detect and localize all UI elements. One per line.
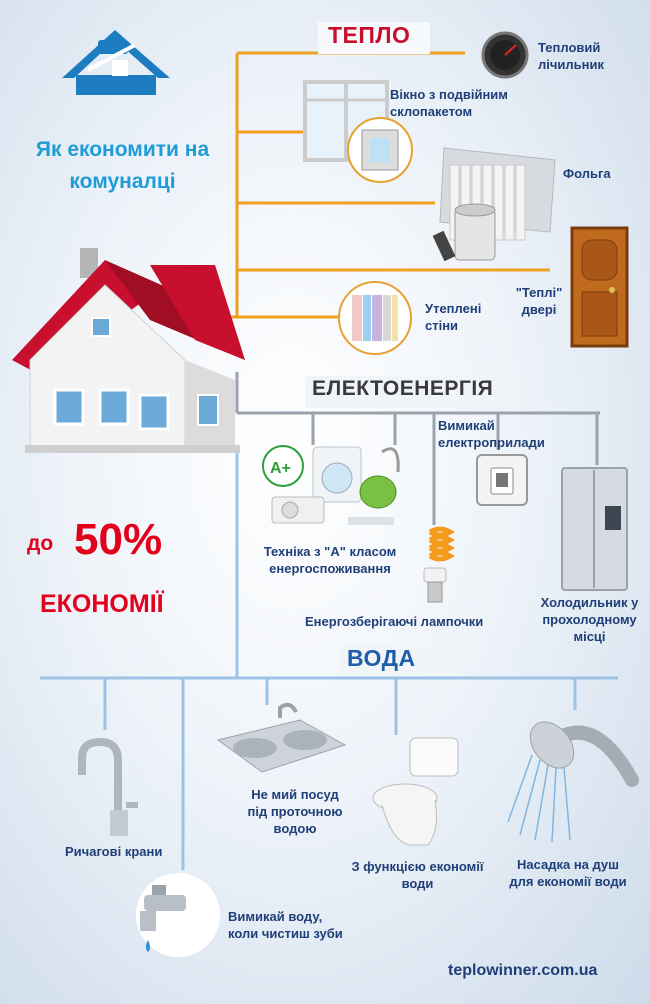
- electric-appliances-label: Техніка з "А" класом енергоспоживання: [263, 544, 397, 576]
- heat-title-bg: [318, 22, 430, 54]
- electric-switch-label: Вимикай електроприлади: [438, 418, 545, 450]
- electric-title: ЕЛЕКТОЕНЕРГІЯ: [312, 377, 494, 400]
- headline-line2: комуналці: [69, 170, 176, 193]
- headline: Як економити на комуналці: [10, 134, 235, 198]
- water-dishes-label: Не мий посуд під проточною водою: [247, 787, 343, 836]
- heat-door-label: "Теплі" двері: [515, 285, 563, 317]
- footer-site-link[interactable]: teplowinner.com.ua: [448, 962, 598, 979]
- heat-window-label: Вікно з подвійним склопакетом: [390, 87, 508, 119]
- savings-percent: 50%: [74, 515, 163, 564]
- water-toilet-label: З функцією економії води: [351, 859, 484, 891]
- water-title-bg: [340, 645, 460, 675]
- savings-word: ЕКОНОМІЇ: [40, 590, 164, 618]
- water-title: ВОДА: [347, 645, 416, 671]
- electric-lamp-label: Енергозберігаючі лампочки: [305, 614, 484, 629]
- electric-title-bg: [305, 376, 515, 408]
- water-teeth-label: Вимикай воду, коли чистиш зуби: [228, 909, 343, 941]
- savings-prefix: до: [27, 532, 54, 555]
- headline-line1: Як економити на: [35, 138, 210, 161]
- water-shower-label: Насадка на душ для економії води: [509, 857, 627, 889]
- electric-fridge-label: Холодильник у прохолодному місці: [540, 595, 639, 644]
- heat-walls-label: Утеплені стіни: [425, 301, 482, 333]
- savings-block: до 50% ЕКОНОМІЇ: [22, 515, 217, 635]
- heat-title: ТЕПЛО: [328, 22, 411, 48]
- heat-meter-label: Тепловий лічильник: [538, 40, 605, 72]
- water-faucet-label: Ричагові крани: [65, 844, 163, 859]
- heat-foil-label: Фольга: [563, 166, 611, 181]
